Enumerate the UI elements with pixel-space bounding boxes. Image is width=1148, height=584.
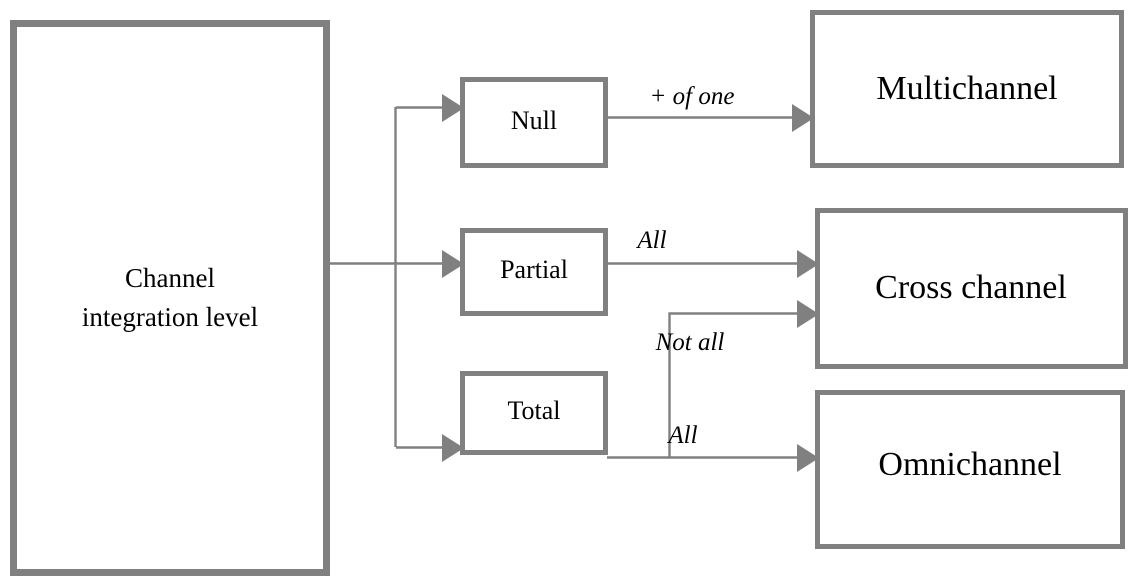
arrowhead-into-null — [442, 94, 464, 122]
cross-channel-box — [815, 208, 1128, 369]
edge-label-all-total: All — [666, 422, 697, 449]
edge-label-plus-of-one: + of one — [650, 83, 735, 110]
arrowhead-into-cross-channel-top — [797, 250, 819, 278]
edge-partial-to-cross-channel: All — [607, 227, 819, 278]
edge-total-to-cross-channel-line — [668, 312, 805, 457]
cross-channel-label: Cross channel — [875, 269, 1067, 306]
node-cross-channel[interactable]: Cross channel — [815, 208, 1128, 369]
edge-null-to-multichannel: + of one — [607, 83, 814, 132]
arrowhead-into-multichannel — [792, 104, 814, 132]
node-total[interactable]: Total — [460, 371, 608, 455]
multichannel-box — [810, 10, 1124, 168]
edge-label-not-all: Not all — [655, 329, 725, 356]
multichannel-label: Multichannel — [876, 70, 1057, 107]
null-box — [460, 77, 608, 168]
omnichannel-label: Omnichannel — [878, 446, 1061, 483]
arrowhead-into-total — [442, 434, 464, 462]
channel-integration-level-label-line2: integration level — [82, 302, 258, 332]
arrowhead-into-omnichannel — [797, 444, 819, 472]
node-partial[interactable]: Partial — [460, 228, 608, 316]
node-channel-integration-level[interactable]: Channel integration level — [10, 20, 330, 576]
arrowhead-into-cross-channel-bottom — [797, 300, 819, 328]
node-multichannel[interactable]: Multichannel — [810, 10, 1124, 168]
node-omnichannel[interactable]: Omnichannel — [815, 390, 1125, 549]
channel-integration-level-box — [10, 20, 330, 576]
edge-total-to-omnichannel: All — [607, 422, 819, 472]
trunk-connector — [330, 107, 397, 447]
edge-root-to-null — [396, 94, 464, 122]
edge-root-to-partial — [396, 250, 464, 278]
edge-label-all-partial: All — [635, 227, 666, 254]
edge-total-to-cross-channel: Not all — [655, 300, 819, 457]
total-box — [460, 371, 608, 455]
arrowhead-into-partial — [442, 250, 464, 278]
edge-root-to-total — [396, 434, 464, 462]
omnichannel-box — [815, 390, 1125, 549]
null-label: Null — [511, 106, 557, 135]
node-null[interactable]: Null — [460, 77, 608, 168]
partial-box — [460, 228, 608, 316]
channel-integration-level-label-line1: Channel — [125, 263, 215, 293]
total-label: Total — [507, 396, 560, 425]
partial-label: Partial — [500, 255, 568, 284]
